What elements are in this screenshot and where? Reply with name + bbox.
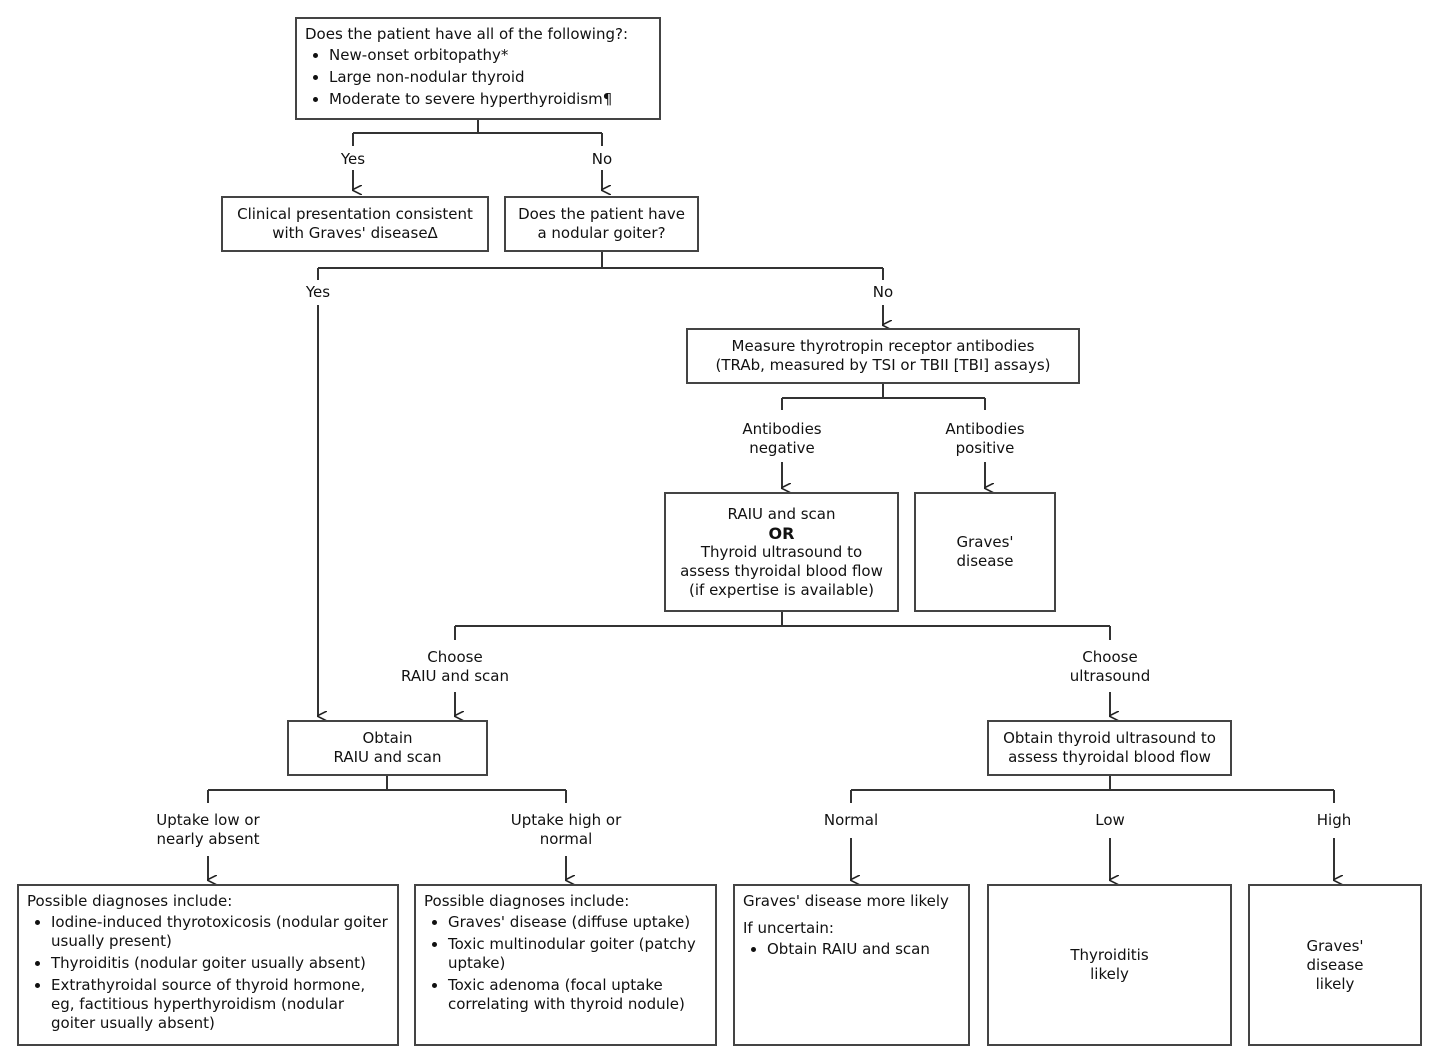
- raiu-or-line1: RAIU and scan: [727, 504, 836, 523]
- antibodies-positive-label: Antibodies positive: [945, 420, 1024, 458]
- choose-raiu-line1: Choose: [427, 648, 483, 666]
- initial-criteria-question: Does the patient have all of the followi…: [305, 25, 628, 43]
- diagnoses-high-uptake-box: Possible diagnoses include: Graves' dise…: [414, 884, 717, 1046]
- choose-ultrasound-line1: Choose: [1082, 648, 1138, 666]
- graves-clinical-box: Clinical presentation consistent with Gr…: [221, 196, 489, 252]
- choose-raiu-line2: RAIU and scan: [401, 667, 509, 685]
- measure-trab-line2: (TRAb, measured by TSI or TBII [TBI] ass…: [715, 356, 1051, 374]
- graves-disease-line2: disease: [956, 552, 1014, 570]
- graves-likely-line2: disease: [1306, 955, 1364, 974]
- normal-label: Normal: [823, 811, 879, 829]
- nodular-goiter-line2: a nodular goiter?: [537, 224, 666, 242]
- diagnosis-item: Thyroiditis (nodular goiter usually abse…: [51, 954, 389, 973]
- graves-disease-box: Graves' disease: [914, 492, 1056, 612]
- obtain-raiu-box: Obtain RAIU and scan: [287, 720, 488, 776]
- graves-clinical-line2: with Graves' diseaseΔ: [272, 224, 438, 242]
- if-uncertain-label: If uncertain:: [743, 919, 834, 937]
- graves-clinical-line1: Clinical presentation consistent: [237, 205, 473, 223]
- diagnosis-item: Iodine-induced thyrotoxicosis (nodular g…: [51, 913, 389, 951]
- uptake-low-label: Uptake low or nearly absent: [156, 811, 259, 849]
- nodular-goiter-question-box: Does the patient have a nodular goiter?: [504, 196, 699, 252]
- thyroiditis-line1: Thyroiditis: [1070, 946, 1149, 964]
- uptake-high-line1: Uptake high or: [510, 811, 622, 829]
- q1-no-label: No: [591, 150, 613, 168]
- diagnosis-item: Graves' disease (diffuse uptake): [448, 913, 707, 932]
- graves-disease-line1: Graves': [956, 533, 1014, 551]
- uncertain-item: Obtain RAIU and scan: [767, 940, 960, 959]
- graves-more-likely-box: Graves' disease more likely If uncertain…: [733, 884, 970, 1046]
- antibodies-negative-line1: Antibodies: [742, 420, 822, 438]
- antibodies-positive-line1: Antibodies: [945, 420, 1025, 438]
- obtain-raiu-line2: RAIU and scan: [333, 748, 442, 766]
- raiu-or-or: OR: [768, 523, 795, 543]
- raiu-or-line3: Thyroid ultrasound to: [700, 542, 863, 561]
- low-label: Low: [1095, 811, 1125, 829]
- high-label: High: [1316, 811, 1352, 829]
- criteria-item: Large non-nodular thyroid: [329, 68, 651, 87]
- diagnosis-item: Toxic multinodular goiter (patchy uptake…: [448, 935, 707, 973]
- graves-more-likely-title: Graves' disease more likely: [743, 892, 949, 910]
- choose-ultrasound-line2: ultrasound: [1069, 667, 1151, 685]
- criteria-item: New-onset orbitopathy*: [329, 46, 651, 65]
- obtain-raiu-line1: Obtain: [362, 729, 413, 747]
- obtain-ultrasound-line2: assess thyroidal blood flow: [1008, 748, 1211, 766]
- diagnosis-item: Extrathyroidal source of thyroid hormone…: [51, 976, 389, 1033]
- initial-criteria-list: New-onset orbitopathy* Large non-nodular…: [305, 46, 651, 109]
- antibodies-negative-label: Antibodies negative: [742, 420, 821, 458]
- choose-raiu-label: Choose RAIU and scan: [401, 648, 509, 686]
- raiu-or-ultrasound-box: RAIU and scan OR Thyroid ultrasound to a…: [664, 492, 899, 612]
- diagnosis-item: Toxic adenoma (focal uptake correlating …: [448, 976, 707, 1014]
- q2-yes-label: Yes: [305, 283, 331, 301]
- uptake-high-line2: normal: [539, 830, 593, 848]
- q2-no-label: No: [872, 283, 894, 301]
- thyroiditis-likely-box: Thyroiditis likely: [987, 884, 1232, 1046]
- criteria-item: Moderate to severe hyperthyroidism¶: [329, 90, 651, 109]
- diagnoses-high-title: Possible diagnoses include:: [424, 892, 630, 910]
- nodular-goiter-line1: Does the patient have: [518, 205, 685, 223]
- choose-ultrasound-label: Choose ultrasound: [1070, 648, 1150, 686]
- antibodies-positive-line2: positive: [955, 439, 1015, 457]
- if-uncertain-list: Obtain RAIU and scan: [743, 940, 960, 959]
- graves-likely-line1: Graves': [1306, 936, 1364, 955]
- graves-likely-line3: likely: [1315, 974, 1355, 993]
- measure-trab-box: Measure thyrotropin receptor antibodies …: [686, 328, 1080, 384]
- uptake-high-label: Uptake high or normal: [511, 811, 622, 849]
- diagnoses-low-list: Iodine-induced thyrotoxicosis (nodular g…: [27, 913, 389, 1033]
- raiu-or-line4: assess thyroidal blood flow: [680, 561, 883, 580]
- obtain-ultrasound-line1: Obtain thyroid ultrasound to: [1003, 729, 1216, 747]
- antibodies-negative-line2: negative: [749, 439, 815, 457]
- uptake-low-line2: nearly absent: [156, 830, 260, 848]
- obtain-ultrasound-box: Obtain thyroid ultrasound to assess thyr…: [987, 720, 1232, 776]
- uptake-low-line1: Uptake low or: [156, 811, 260, 829]
- thyroiditis-line2: likely: [1090, 965, 1129, 983]
- graves-likely-box: Graves' disease likely: [1248, 884, 1422, 1046]
- initial-criteria-box: Does the patient have all of the followi…: [295, 17, 661, 120]
- q1-yes-label: Yes: [340, 150, 366, 168]
- measure-trab-line1: Measure thyrotropin receptor antibodies: [731, 337, 1035, 355]
- diagnoses-low-uptake-box: Possible diagnoses include: Iodine-induc…: [17, 884, 399, 1046]
- raiu-or-line5: (if expertise is available): [689, 580, 874, 599]
- diagnoses-low-title: Possible diagnoses include:: [27, 892, 233, 910]
- diagnoses-high-list: Graves' disease (diffuse uptake) Toxic m…: [424, 913, 707, 1014]
